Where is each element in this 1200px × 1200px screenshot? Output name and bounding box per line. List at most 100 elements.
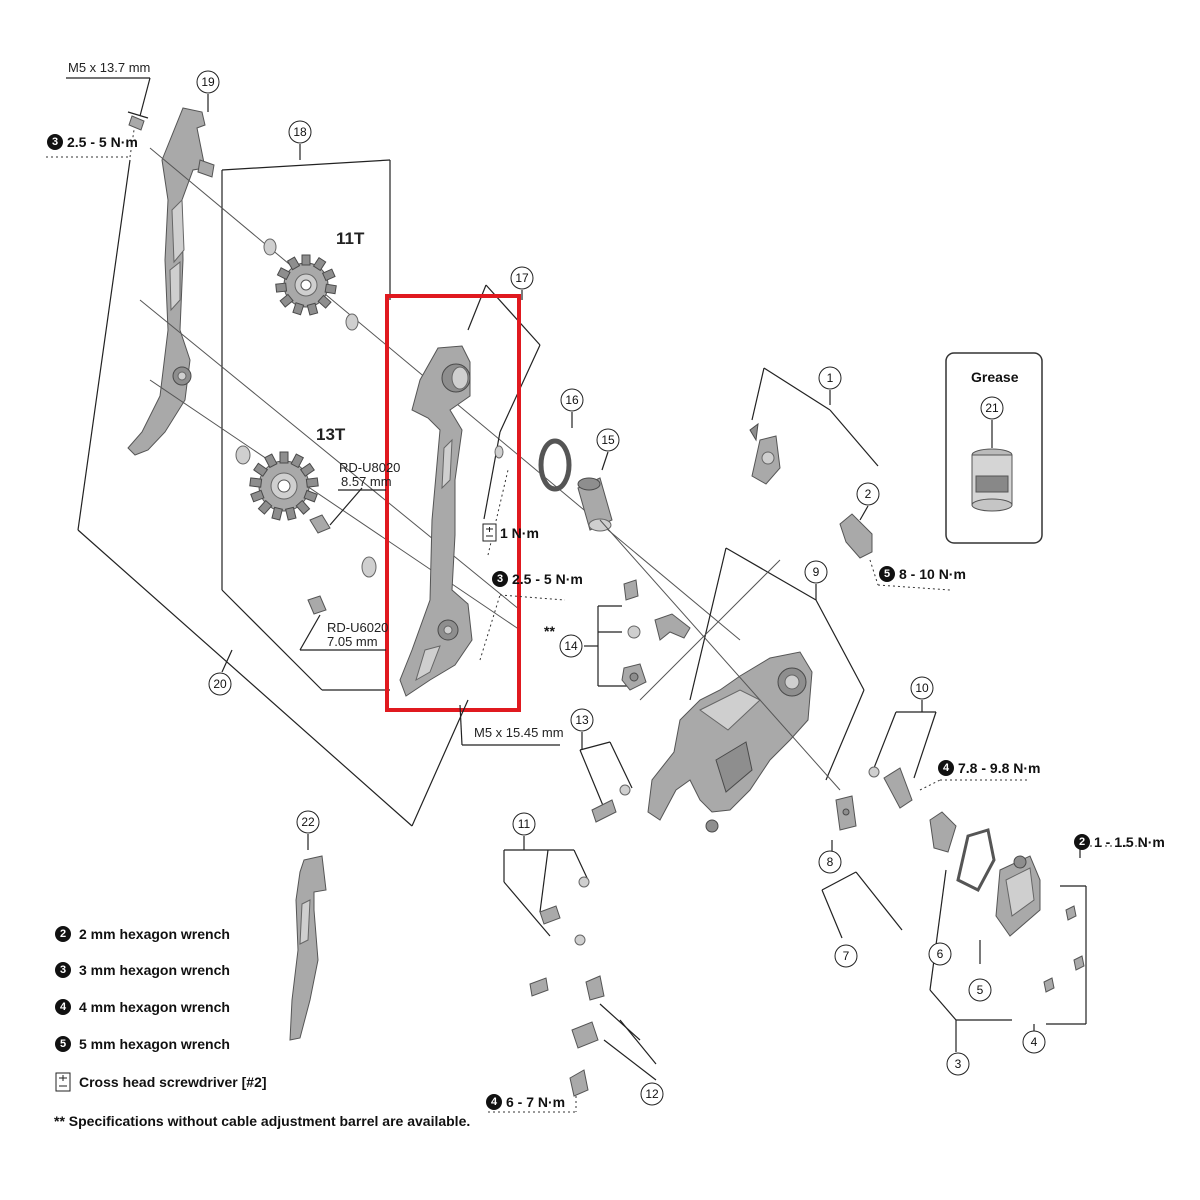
box-20: [77, 159, 469, 827]
svg-text:1 N·m: 1 N·m: [500, 525, 539, 541]
callout-13: 13: [570, 708, 594, 732]
svg-text:5: 5: [60, 1038, 66, 1050]
callout-3: 3: [946, 1052, 970, 1076]
svg-text:16: 16: [565, 393, 579, 407]
grease-jar-icon: [971, 448, 1013, 512]
hex-wrench-4-icon: 4: [938, 760, 954, 776]
bushing-rd-u8020-size: 8.57 mm: [341, 474, 392, 489]
svg-text:8 - 10 N·m: 8 - 10 N·m: [899, 566, 966, 582]
legend-item-cross-screwdriver: Cross head screwdriver [#2]: [55, 1072, 267, 1092]
svg-text:3: 3: [52, 136, 58, 148]
callout-5: 5: [968, 978, 992, 1002]
callout-19: 19: [196, 70, 220, 94]
svg-text:4: 4: [491, 1096, 498, 1108]
pulley-11t-label: 11T: [336, 229, 365, 248]
callout-21: 21: [980, 396, 1004, 420]
part-12: [488, 975, 657, 1113]
svg-text:5: 5: [884, 568, 890, 580]
svg-text:Cross head screwdriver [#2]: Cross head screwdriver [#2]: [79, 1074, 267, 1090]
part-6-spring: [929, 811, 996, 892]
svg-text:19: 19: [201, 75, 215, 89]
ring-16: [538, 412, 573, 492]
hex-wrench-2-icon: 2: [55, 926, 71, 942]
derailleur-body-9: [647, 547, 865, 833]
cable-stop: [654, 613, 691, 641]
hex-wrench-4-icon: 4: [55, 999, 71, 1015]
pulley-13t-label: 13T: [316, 425, 346, 444]
hex-wrench-3-icon: 3: [492, 571, 508, 587]
adjuster-14: [584, 579, 647, 691]
svg-text:21: 21: [985, 401, 999, 415]
box-18: [221, 144, 391, 691]
svg-text:14: 14: [564, 639, 578, 653]
svg-text:2.5 - 5 N·m: 2.5 - 5 N·m: [512, 571, 583, 587]
callout-1: 1: [818, 366, 842, 390]
group-3-5-6: [929, 869, 1012, 1052]
svg-text:13: 13: [575, 713, 589, 727]
callout-22: 22: [296, 810, 320, 834]
svg-text:1: 1: [827, 371, 834, 385]
legend-item-3mm: 3 3 mm hexagon wrench: [55, 962, 230, 978]
cover-part: [995, 855, 1041, 937]
pulley-13t: [235, 445, 377, 578]
torque-17: 3 2.5 - 5 N·m: [492, 571, 583, 587]
torque-17-small: 1 N·m: [482, 523, 539, 542]
callout-15: 15: [596, 428, 620, 452]
callout-4: 4: [1022, 1030, 1046, 1054]
svg-text:11: 11: [518, 817, 531, 831]
screws-4: [1033, 885, 1087, 1034]
cross-screwdriver-icon: [482, 523, 497, 542]
cross-screwdriver-icon: [55, 1072, 71, 1092]
bushing-rd-u6020-model: RD-U6020: [327, 620, 388, 635]
callout-7: 7: [834, 944, 858, 968]
svg-text:4: 4: [1031, 1035, 1038, 1049]
screw-17-size: M5 x 15.45 mm: [474, 725, 564, 740]
grease-label: Grease: [971, 369, 1019, 385]
svg-text:7: 7: [843, 949, 850, 963]
svg-text:3: 3: [60, 964, 66, 976]
svg-text:1 - 1.5 N·m: 1 - 1.5 N·m: [1094, 834, 1165, 850]
callout-17: 17: [510, 266, 534, 290]
bracket-22: [289, 834, 327, 1041]
screw-19-size: M5 x 13.7 mm: [68, 60, 150, 75]
svg-text:2: 2: [865, 487, 872, 501]
legend-item-5mm: 5 5 mm hexagon wrench: [55, 1036, 230, 1052]
svg-text:2.5 - 5 N·m: 2.5 - 5 N·m: [67, 134, 138, 150]
torque-12: 4 6 - 7 N·m: [486, 1094, 565, 1110]
callout-11: 11: [512, 812, 536, 836]
legend-item-2mm: 2 2 mm hexagon wrench: [55, 926, 230, 942]
callout-14: 14: [559, 634, 583, 658]
callout-2: 2: [856, 482, 880, 506]
part-7: [821, 871, 903, 939]
bushing-rd-u8020-model: RD-U8020: [339, 460, 400, 475]
torque-2: 5 8 - 10 N·m: [879, 566, 966, 582]
callout-8: 8: [818, 850, 842, 874]
torque-19: 3 2.5 - 5 N·m: [46, 129, 138, 158]
svg-text:7.8 - 9.8 N·m: 7.8 - 9.8 N·m: [958, 760, 1040, 776]
svg-text:3: 3: [955, 1057, 962, 1071]
svg-text:5 mm hexagon wrench: 5 mm hexagon wrench: [79, 1036, 230, 1052]
hex-wrench-5-icon: 5: [55, 1036, 71, 1052]
svg-text:18: 18: [293, 125, 307, 139]
svg-text:4 mm hexagon wrench: 4 mm hexagon wrench: [79, 999, 230, 1015]
tool-legend: 2 2 mm hexagon wrench 3 3 mm hexagon wre…: [54, 926, 470, 1129]
callout-20: 20: [208, 672, 232, 696]
torque-4: 2 1 - 1.5 N·m: [1074, 834, 1165, 850]
svg-text:4: 4: [943, 762, 950, 774]
torque-10: 4 7.8 - 9.8 N·m: [938, 760, 1040, 781]
hex-wrench-3-icon: 3: [47, 134, 63, 150]
svg-text:15: 15: [601, 433, 615, 447]
double-star: **: [544, 623, 555, 639]
svg-text:8: 8: [827, 855, 834, 869]
part-2: [839, 505, 951, 591]
callout-16: 16: [560, 388, 584, 412]
part-11: [503, 836, 590, 997]
svg-text:10: 10: [915, 681, 929, 695]
callout-10: 10: [910, 676, 934, 700]
hex-wrench-4-icon: 4: [486, 1094, 502, 1110]
callout-12: 12: [640, 1082, 664, 1106]
svg-text:3 mm hexagon wrench: 3 mm hexagon wrench: [79, 962, 230, 978]
pulley-11t: [263, 238, 359, 331]
part-10: [868, 700, 941, 809]
